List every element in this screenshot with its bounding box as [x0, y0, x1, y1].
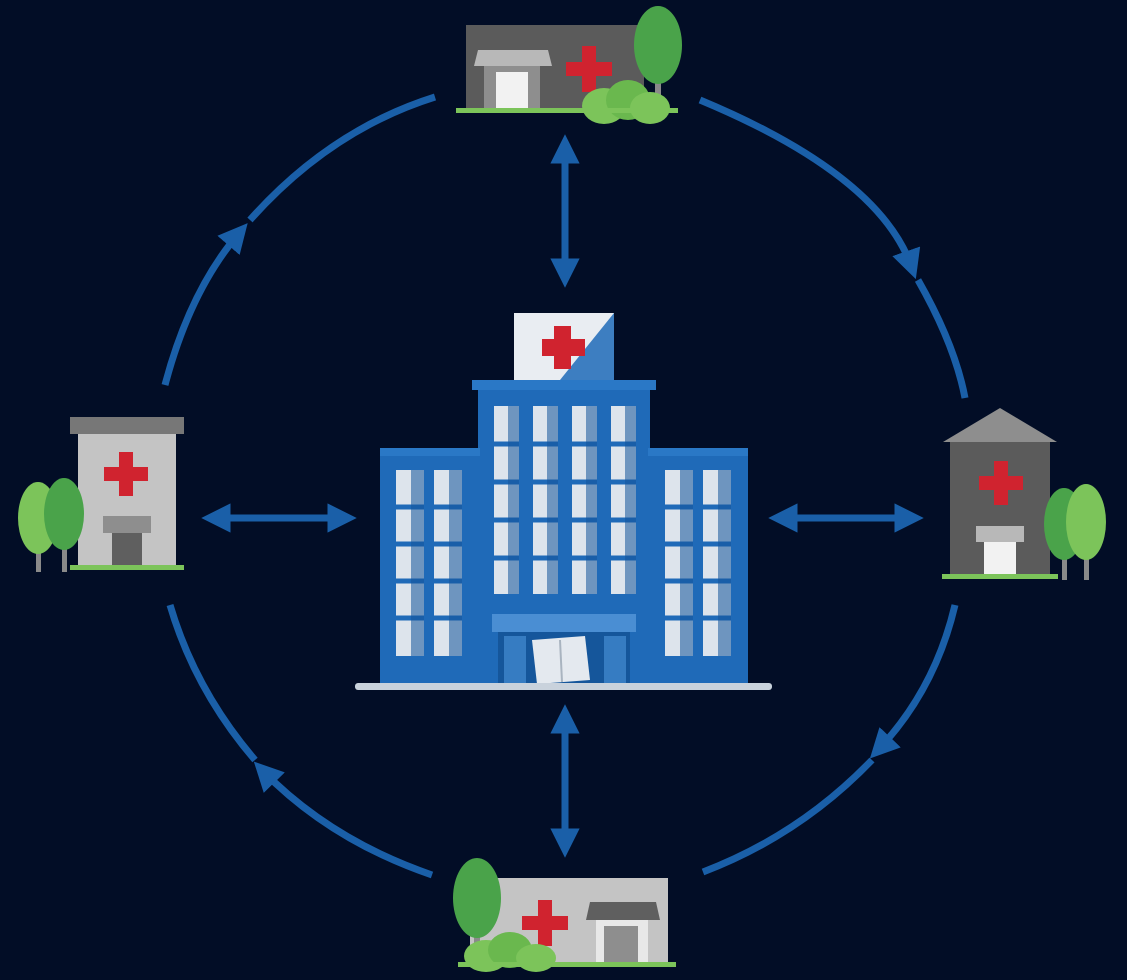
clinic-left-icon — [18, 417, 184, 572]
cycle-arcs — [161, 93, 969, 879]
arc-bottom-to-left — [253, 761, 434, 879]
arc-right-to-bottom — [869, 604, 959, 759]
clinic-top-icon — [456, 6, 682, 124]
clinic-bottom-icon — [453, 858, 676, 972]
spoke-arrows — [201, 134, 924, 858]
clinic-right-icon — [942, 408, 1106, 580]
arc-left-to-top — [161, 223, 248, 386]
arc-top-to-right — [698, 96, 921, 280]
central-hospital-icon — [355, 313, 772, 690]
